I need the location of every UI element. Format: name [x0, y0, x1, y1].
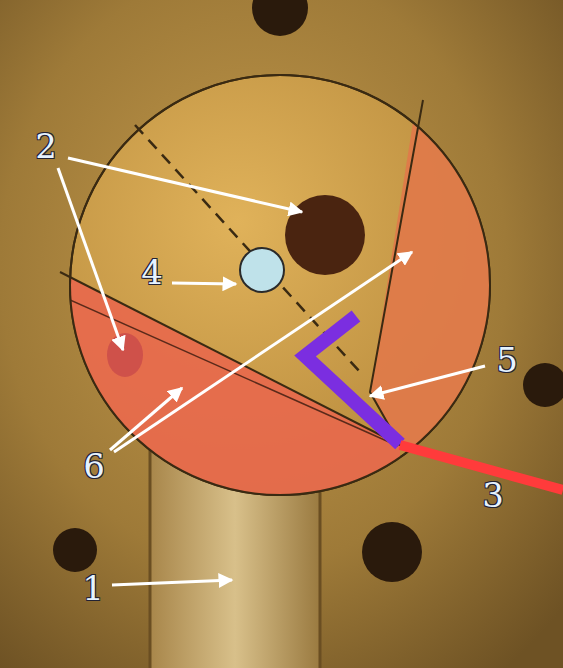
- callout-number: 4: [141, 255, 163, 289]
- callout-number: 5: [496, 343, 518, 377]
- callout-number: 2: [35, 129, 57, 163]
- callout-number: 6: [83, 449, 105, 483]
- callout-number: 3: [482, 478, 504, 512]
- callout-number: 1: [82, 571, 104, 605]
